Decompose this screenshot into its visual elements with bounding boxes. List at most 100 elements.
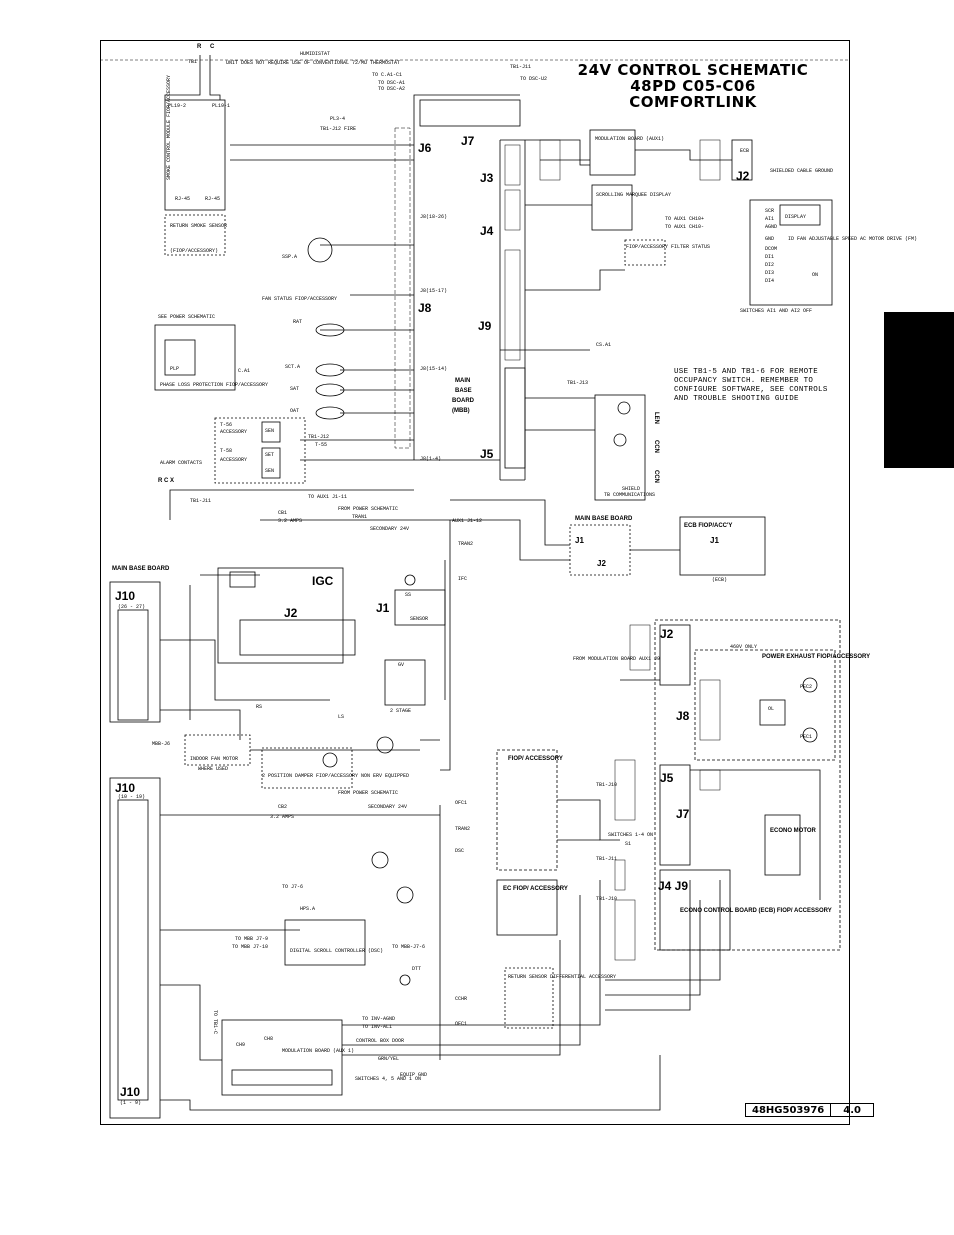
ol-label: OL bbox=[768, 706, 774, 712]
agnd-label: AGND bbox=[765, 224, 777, 230]
section-tab bbox=[884, 312, 954, 468]
fiop-acc-label: FIOP/ ACCESSORY bbox=[508, 756, 563, 762]
occupancy-note: USE TB1-5 AND TB1-6 FOR REMOTE OCCUPANCY… bbox=[674, 368, 854, 404]
ecb-fiop-box bbox=[679, 516, 766, 576]
tran1-1: TRAN1 bbox=[352, 514, 367, 520]
cb2-amps: 3.2 AMPS bbox=[270, 814, 294, 820]
tb1-j10-label-1: TB1-J10 bbox=[596, 782, 617, 788]
connector-j5-right: J5 bbox=[660, 771, 674, 785]
j7-header bbox=[419, 99, 521, 127]
tb1-j13-label: TB1-J13 bbox=[567, 380, 588, 386]
display-label: DISPLAY bbox=[785, 214, 806, 220]
aux1-j1-12: AUX1 J1-12 bbox=[452, 518, 482, 524]
c-a1-label: C.A1 bbox=[238, 368, 250, 374]
j10-block-upper bbox=[109, 581, 161, 723]
accessory-2: ACCESSORY bbox=[220, 457, 247, 463]
fire-label: TB1-J12 FIRE bbox=[320, 126, 356, 132]
accessory-1: ACCESSORY bbox=[220, 429, 247, 435]
to-mbb-j7-10: TO MBB J7-10 bbox=[232, 944, 268, 950]
mod-board-aux-box bbox=[221, 1019, 343, 1096]
note-line-2: OCCUPANCY SWITCH. REMEMBER TO bbox=[674, 377, 814, 385]
hps-a: HPS.A bbox=[300, 906, 315, 912]
pec2-label: PEC2 bbox=[800, 684, 812, 690]
to-inv-al1: TO INV-AL1 bbox=[362, 1024, 392, 1030]
humidistat-label: HUMIDISTAT bbox=[300, 51, 330, 57]
terminal-strips bbox=[394, 127, 721, 961]
equip-gnd: EQUIP GND bbox=[400, 1072, 427, 1078]
pl3-4-label: PL3-4 bbox=[330, 116, 345, 122]
t56-label: T-56 bbox=[220, 422, 232, 428]
connector-j7: J7 bbox=[461, 134, 475, 148]
ifc-label-1: IFC bbox=[458, 576, 467, 582]
switches-note: SWITCHES 4, 5 AND 1 ON bbox=[355, 1076, 421, 1082]
drawing-number: 48HG503976 bbox=[745, 1103, 832, 1117]
modulation-board-box bbox=[589, 129, 636, 176]
pl19-2: PL19-2 bbox=[168, 103, 186, 109]
di4-label: DI4 bbox=[765, 278, 774, 284]
set-label: SET bbox=[265, 452, 274, 458]
econo-board-box bbox=[659, 869, 731, 951]
cb1-label: CB1 bbox=[278, 510, 287, 516]
indoor-fan-label: INDOOR FAN MOTOR bbox=[190, 756, 238, 762]
connector-j10-c: J10 bbox=[120, 1085, 140, 1099]
gv-label: GV bbox=[398, 662, 404, 668]
grn-yel-label: GRN/YEL bbox=[378, 1056, 399, 1062]
igc-board bbox=[217, 567, 344, 664]
power-exhaust-box bbox=[694, 649, 836, 761]
rcx-label: R C X bbox=[158, 478, 174, 484]
shielded-label: SHIELDED CABLE GROUND bbox=[770, 168, 833, 174]
smoke-module-title: SMOKE CONTROL MODULE FIOP/ACCESSORY bbox=[166, 75, 172, 180]
j10-block-lower bbox=[109, 777, 161, 1119]
cb2-label: CB2 bbox=[278, 804, 287, 810]
s1-label: S1 bbox=[625, 841, 631, 847]
ecb-region bbox=[654, 619, 841, 951]
scrolling-marquee-box bbox=[591, 184, 633, 231]
tran2-label-1: TRAN2 bbox=[458, 541, 473, 547]
ch9-label: CH9 bbox=[236, 1042, 245, 1048]
ecb-label: ECB bbox=[740, 148, 749, 154]
oat-label: OAT bbox=[290, 408, 299, 414]
jb-15-14: J8(15-14) bbox=[420, 366, 447, 372]
id-fan-drive-box bbox=[749, 199, 833, 306]
tran2-label-2: TRAN2 bbox=[455, 826, 470, 832]
cchr-label: CCHR bbox=[455, 996, 467, 1002]
connector-j1-mbb: J1 bbox=[575, 536, 584, 545]
connector-j3: J3 bbox=[480, 171, 494, 185]
mbb-line-3: BOARD bbox=[452, 398, 475, 404]
sen-1: SEN bbox=[265, 428, 274, 434]
ai1-label: AI1 bbox=[765, 216, 774, 222]
to-aux1-ch10-plus: TO AUX1 CH10+ bbox=[665, 216, 704, 222]
jb-1-4: J8(1-4) bbox=[420, 456, 441, 462]
connector-j2-igc: J2 bbox=[284, 606, 298, 620]
igc-label: IGC bbox=[312, 574, 334, 588]
note-line-1: USE TB1-5 AND TB1-6 FOR REMOTE bbox=[674, 368, 819, 376]
modulation-board-label: MODULATION BOARD (AUX1) bbox=[595, 136, 664, 142]
mbb-line-2: BASE bbox=[455, 388, 472, 394]
to-mbb-j7-6: TO MBB-J7-6 bbox=[392, 944, 425, 950]
secondary-2: SECONDARY 24V bbox=[368, 804, 407, 810]
tb1-j10-label-2: TB1-J10 bbox=[596, 896, 617, 902]
ofc1-label: OFC1 bbox=[455, 800, 467, 806]
to-tb1-c: TO TB1-C bbox=[212, 1010, 218, 1034]
c-label: C bbox=[210, 44, 215, 50]
di1-label: DI1 bbox=[765, 254, 774, 260]
connector-j10-b: J10 bbox=[115, 781, 135, 795]
mbb-line-4: (MBB) bbox=[452, 408, 470, 414]
j10-range-3: (1 - 9) bbox=[120, 1100, 141, 1106]
return-smoke-sensor: RETURN SMOKE SENSOR bbox=[170, 223, 227, 229]
ss-label: SS bbox=[405, 592, 411, 598]
dsc-box-label: DIGITAL SCROLL CONTROLLER (DSC) bbox=[290, 948, 383, 954]
thermostat-note: UNIT DOES NOT REQUIRE USE OF CONVENTIONA… bbox=[226, 60, 400, 66]
note-line-3: CONFIGURE SOFTWARE, SEE CONTROLS bbox=[674, 386, 828, 394]
tb-comm-label: TB COMMUNICATIONS bbox=[604, 492, 655, 498]
tb1-j11-lower: TB1-J11 bbox=[596, 856, 617, 862]
return-sensor-diff: RETURN SENSOR DIFFERENTIAL ACCESSORY bbox=[508, 974, 616, 980]
mbb-j6-label: MBB-J6 bbox=[152, 741, 170, 747]
ccn-label-1: CCN bbox=[653, 440, 659, 453]
connector-j8: J8 bbox=[418, 301, 432, 315]
power-exhaust-label: POWER EXHAUST FIOP/ACCESSORY bbox=[762, 654, 870, 660]
ofc2-label: OFC1 bbox=[455, 1021, 467, 1027]
ch8-label: CH8 bbox=[264, 1036, 273, 1042]
rat-label: RAT bbox=[293, 319, 302, 325]
t58-label: T-58 bbox=[220, 448, 232, 454]
